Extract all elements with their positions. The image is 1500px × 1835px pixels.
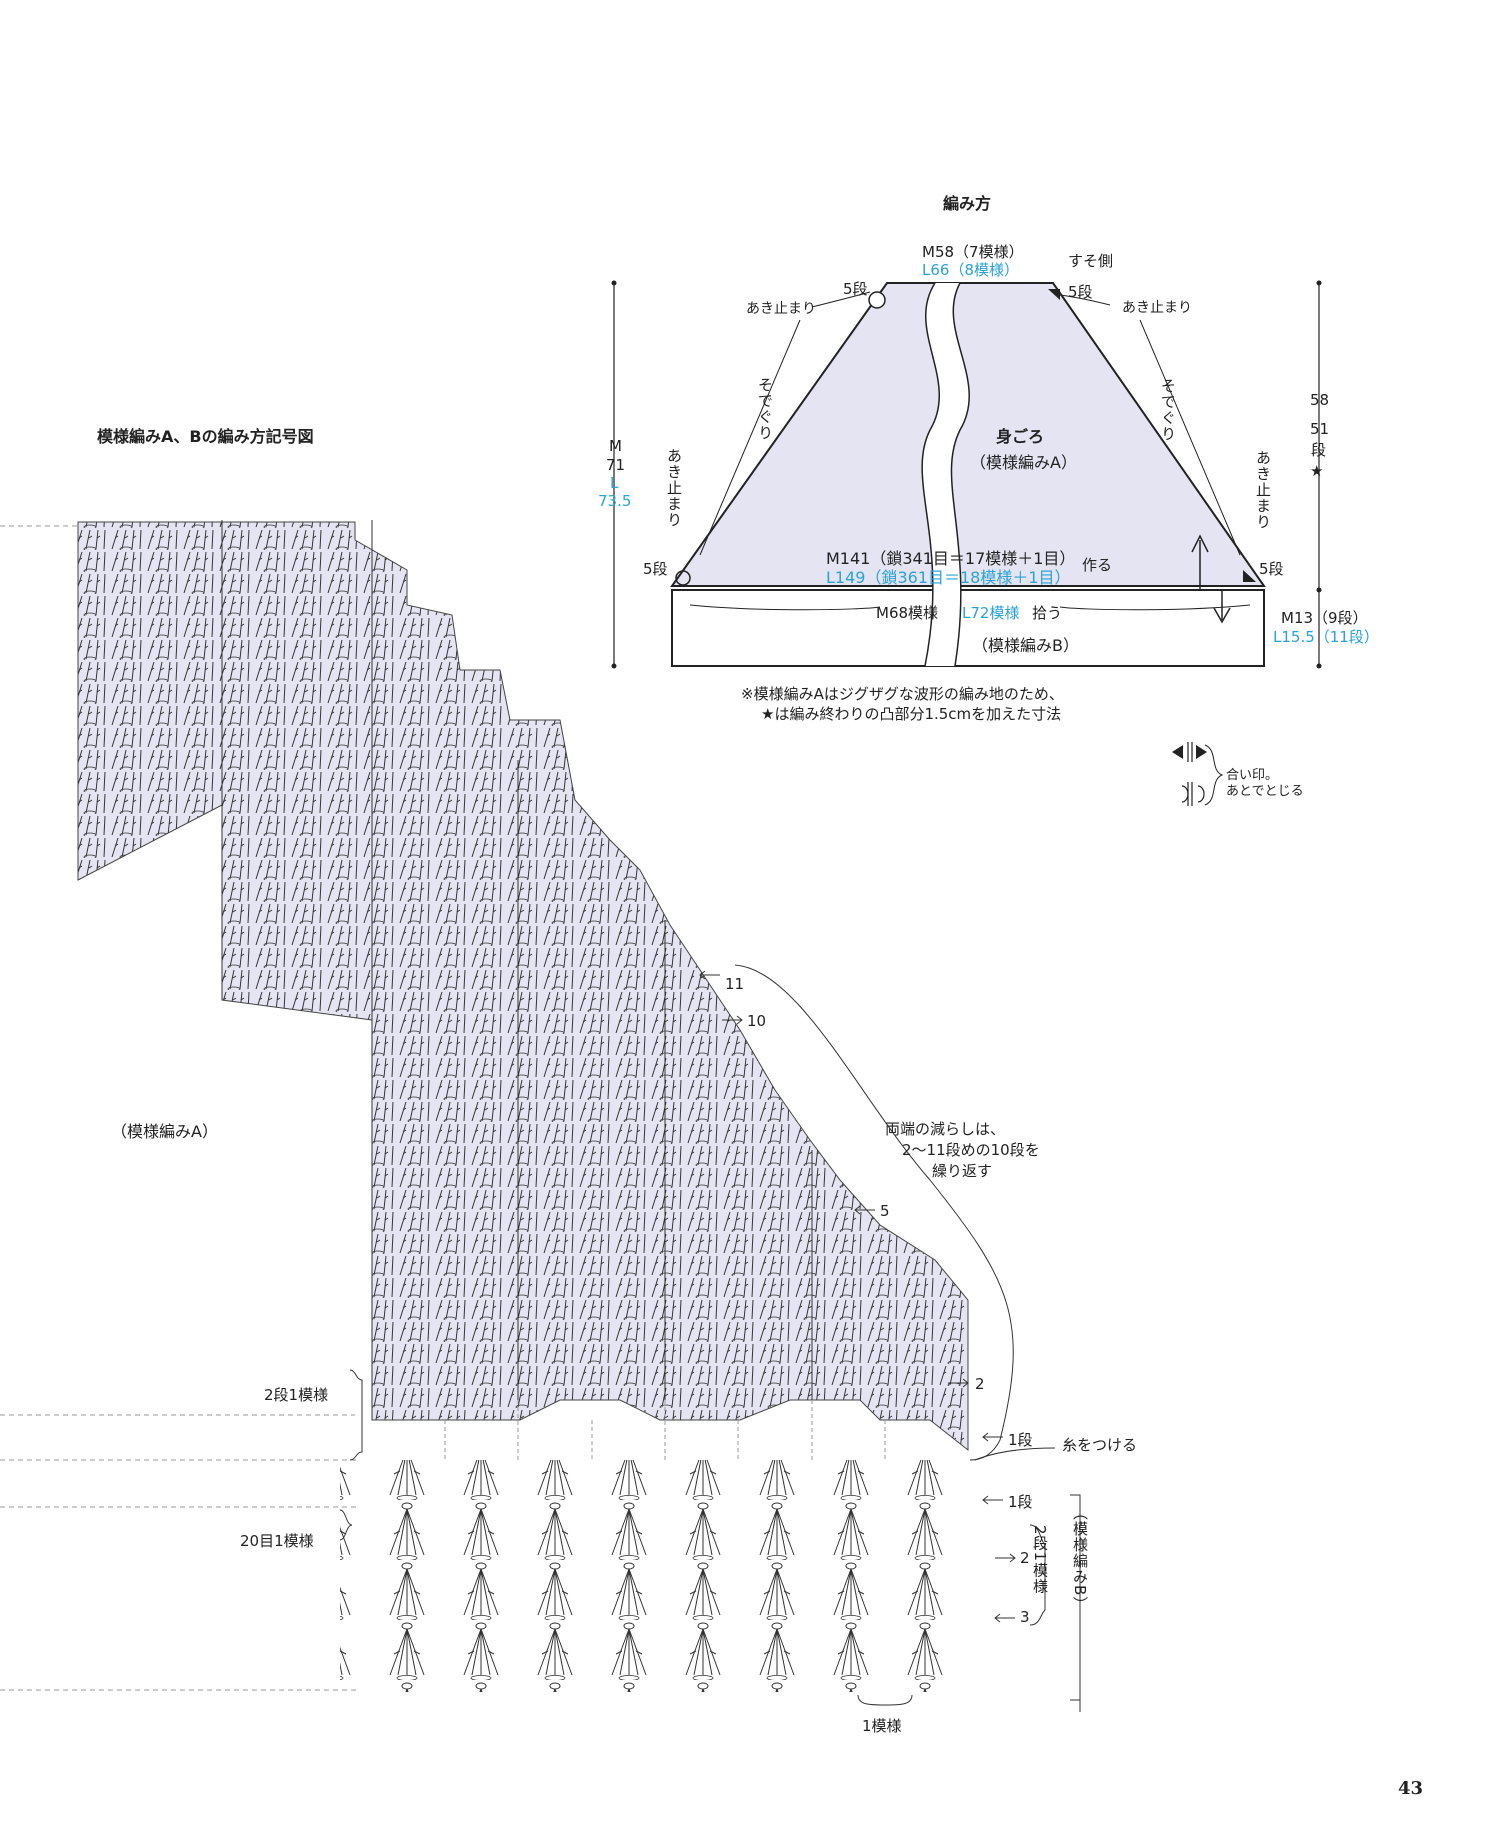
page-number: 43: [1398, 1778, 1424, 1799]
right-height-unit: 段: [1311, 441, 1327, 459]
chain-count-l: L149（鎖361目＝18模様＋1目）: [826, 568, 1071, 587]
right-height-rows: 51: [1310, 420, 1330, 438]
legend-text-2: あとでとじる: [1226, 784, 1304, 799]
decrease-note-3: 繰り返す: [932, 1162, 993, 1180]
two-rows-one-repeat: 2段1模様: [264, 1386, 329, 1404]
pickup-l: L72模様: [962, 604, 1020, 622]
height-m: 71: [606, 456, 626, 474]
triangle-mark-icon: [1048, 289, 1060, 300]
slit-stop-right-vertical: あき止まり: [1254, 450, 1272, 530]
row-1-label: 1段: [1008, 1431, 1033, 1449]
chart-title: 模様編みA、Bの編み方記号図: [97, 427, 314, 446]
top-width-m: M58（7模様）: [922, 243, 1024, 261]
height-l: 73.5: [598, 492, 632, 510]
attach-yarn-label: 糸をつける: [1062, 1436, 1138, 1454]
make-label: 作る: [1082, 556, 1113, 574]
decrease-note-1: 両端の減らしは、: [885, 1120, 1006, 1138]
pickup-m: M68模様: [876, 604, 939, 622]
border-m: M13（9段）: [1281, 609, 1368, 627]
body-shape: [670, 282, 1266, 587]
rows5-top-right: 5段: [1068, 283, 1093, 301]
slit-stop-right: あき止まり: [1122, 300, 1192, 316]
note-line-1: ※模様編みAはジグザグな波形の編み地のため、: [741, 685, 1064, 703]
row-5-label: 5: [880, 1202, 890, 1220]
star-mark: ★: [1310, 462, 1324, 480]
b-two-rows-label: 2段1模様: [1031, 1525, 1049, 1595]
triangle-mark-icon: [1243, 570, 1256, 582]
hem-side-label: すそ側: [1068, 252, 1114, 270]
note-line-2: ★は編み終わりの凸部分1.5cmを加えた寸法: [761, 705, 1062, 723]
pickup-suffix: 拾う: [1032, 604, 1063, 622]
row-11-label: 11: [725, 975, 745, 993]
row-10-label: 10: [747, 1012, 767, 1030]
slit-stop-left: あき止まり: [746, 301, 816, 317]
legend-text-1: 合い印。: [1226, 768, 1279, 783]
body-sub-label: （模様編みA）: [970, 453, 1077, 472]
diagram-title: 編み方: [943, 194, 992, 213]
height-m-prefix: M: [609, 437, 622, 455]
one-repeat-label: 1模様: [862, 1717, 902, 1735]
top-width-l: L66（8模様）: [922, 261, 1019, 279]
border-l: L15.5（11段）: [1273, 628, 1379, 646]
slit-stop-left-vertical: あき止まり: [665, 448, 683, 528]
b-row-3-label: 3: [1020, 1608, 1030, 1626]
rows5-bottom-right: 5段: [1259, 560, 1284, 578]
chain-count-m: M141（鎖341目＝17模様＋1目）: [826, 549, 1076, 568]
pattern-b-label: （模様編みB）: [1071, 1505, 1089, 1613]
rows5-top-left: 5段: [843, 280, 868, 298]
b-row-1-label: 1段: [1008, 1493, 1033, 1511]
border-label: （模様編みB）: [972, 636, 1079, 655]
border-rect: [671, 589, 1265, 667]
pattern-a-label: （模様編みA）: [111, 1122, 218, 1141]
sleeve-opening-left: そでぐり: [756, 377, 774, 441]
decrease-note-2: 2〜11段めの10段を: [902, 1141, 1040, 1159]
break-gap: [922, 283, 970, 666]
sleeve-opening-right: そでぐり: [1159, 378, 1177, 442]
b-row-2-label: 2: [1020, 1549, 1030, 1567]
height-l-prefix: L: [610, 474, 619, 492]
row-2-label: 2: [975, 1375, 985, 1393]
rows5-bottom-left: 5段: [643, 560, 668, 578]
twenty-sts-one-repeat: 20目1模様: [240, 1532, 314, 1550]
right-height-cm: 58: [1310, 391, 1330, 409]
body-label: 身ごろ: [996, 427, 1045, 446]
